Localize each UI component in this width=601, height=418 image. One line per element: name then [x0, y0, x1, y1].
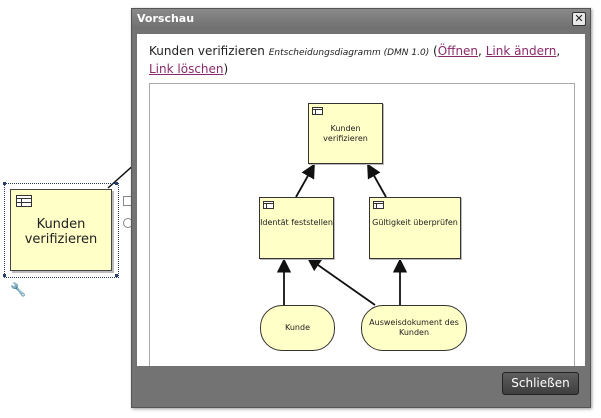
- decision-node-label: Gültigkeit überprüfen: [372, 218, 458, 227]
- close-button[interactable]: Schließen: [502, 372, 579, 395]
- separator: ,: [556, 44, 561, 58]
- delete-link-link[interactable]: Link löschen: [149, 62, 224, 76]
- change-link-link[interactable]: Link ändern: [485, 44, 557, 58]
- separator: ,: [478, 44, 486, 58]
- decision-table-icon: [373, 201, 384, 209]
- close-icon[interactable]: ✕: [572, 12, 586, 26]
- open-link[interactable]: Öffnen: [437, 44, 479, 58]
- decision-node-left[interactable]: Identät feststellen: [259, 197, 334, 259]
- input-data-node-left[interactable]: Kunde: [260, 305, 335, 351]
- diagram-type: Entscheidungsdiagramm (DMN 1.0): [268, 48, 430, 58]
- decision-table-icon: [263, 201, 274, 209]
- preview-dialog: Vorschau ✕ Kunden verifizieren Entscheid…: [131, 8, 591, 408]
- canvas-connector-line: [107, 162, 137, 189]
- diagram-preview: Kunden verifizieren Identät feststellen …: [149, 83, 575, 366]
- diagram-name: Kunden verifizieren: [149, 44, 265, 58]
- wrench-icon[interactable]: 🔧: [10, 283, 27, 298]
- decision-table-icon: [312, 107, 323, 115]
- decision-node-top[interactable]: Kunden verifizieren: [308, 103, 383, 164]
- input-data-label: Kunde: [285, 323, 310, 332]
- paren-close: ): [223, 62, 229, 76]
- dialog-title: Vorschau: [137, 12, 195, 25]
- dialog-content: Kunden verifizieren Entscheidungsdiagram…: [137, 34, 585, 366]
- decision-node-right[interactable]: Gültigkeit überprüfen: [369, 197, 461, 259]
- paren-open: (: [433, 44, 438, 58]
- canvas-decision-node[interactable]: Kunden verifizieren: [10, 189, 112, 271]
- input-data-node-right[interactable]: Ausweisdokument des Kunden: [361, 305, 467, 351]
- selection-handle[interactable]: [115, 274, 118, 277]
- selection-handle[interactable]: [3, 182, 6, 185]
- decision-node-label: Kunden verifizieren: [323, 124, 368, 143]
- diagram-arrows: [276, 163, 408, 306]
- selection-handle[interactable]: [3, 274, 6, 277]
- diagram-reference: Kunden verifizieren Entscheidungsdiagram…: [149, 43, 569, 77]
- selection-handle[interactable]: [115, 182, 118, 185]
- canvas-node-label: Kunden verifizieren: [24, 217, 98, 247]
- input-data-label: Ausweisdokument des Kunden: [369, 318, 459, 337]
- decision-node-label: Identät feststellen: [260, 218, 333, 227]
- canvas-selection-frame: [4, 183, 119, 278]
- decision-table-icon: [16, 195, 32, 207]
- dialog-titlebar[interactable]: Vorschau ✕: [132, 9, 590, 29]
